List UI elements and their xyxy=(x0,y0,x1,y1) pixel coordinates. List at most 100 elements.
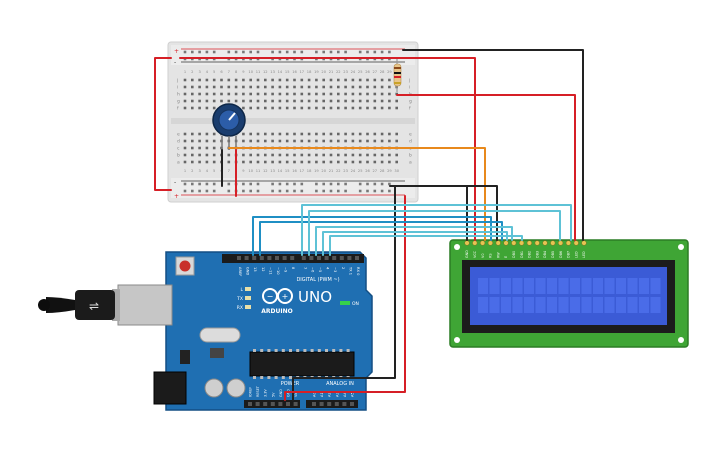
wire-red-top-rail[interactable] xyxy=(179,57,476,241)
header-pin[interactable] xyxy=(259,256,264,260)
terminal-hole[interactable] xyxy=(351,160,355,164)
terminal-hole[interactable] xyxy=(307,160,311,164)
header-pin[interactable] xyxy=(252,256,257,260)
rail-hole[interactable] xyxy=(329,182,333,186)
terminal-hole[interactable] xyxy=(322,139,325,143)
rail-hole[interactable] xyxy=(315,50,318,54)
terminal-hole[interactable] xyxy=(380,78,384,82)
rail-hole[interactable] xyxy=(198,50,201,54)
terminal-hole[interactable] xyxy=(256,153,260,157)
terminal-hole[interactable] xyxy=(322,85,325,89)
terminal-hole[interactable] xyxy=(300,132,304,136)
lcd-pin[interactable] xyxy=(550,240,556,246)
terminal-hole[interactable] xyxy=(307,99,311,103)
rail-hole[interactable] xyxy=(344,189,347,193)
terminal-hole[interactable] xyxy=(358,78,362,82)
header-pin[interactable] xyxy=(339,256,344,260)
rail-hole[interactable] xyxy=(285,50,289,54)
terminal-hole[interactable] xyxy=(380,132,384,136)
terminal-hole[interactable] xyxy=(358,153,362,157)
terminal-hole[interactable] xyxy=(234,99,238,103)
terminal-hole[interactable] xyxy=(264,92,267,96)
terminal-hole[interactable] xyxy=(212,153,216,157)
terminal-hole[interactable] xyxy=(388,99,391,103)
terminal-hole[interactable] xyxy=(205,85,209,89)
terminal-hole[interactable] xyxy=(212,78,216,82)
lcd-pin[interactable] xyxy=(511,240,517,246)
terminal-hole[interactable] xyxy=(366,160,369,164)
terminal-hole[interactable] xyxy=(198,139,201,143)
terminal-hole[interactable] xyxy=(198,99,201,103)
power-pin[interactable] xyxy=(248,402,252,406)
terminal-hole[interactable] xyxy=(337,85,340,89)
terminal-hole[interactable] xyxy=(249,99,252,103)
terminal-hole[interactable] xyxy=(322,106,325,110)
terminal-hole[interactable] xyxy=(242,99,245,103)
terminal-hole[interactable] xyxy=(373,92,377,96)
terminal-hole[interactable] xyxy=(395,99,398,103)
rail-hole[interactable] xyxy=(388,182,391,186)
terminal-hole[interactable] xyxy=(388,160,391,164)
wire-red-resistor-to-led[interactable] xyxy=(396,94,576,241)
terminal-hole[interactable] xyxy=(205,153,209,157)
header-pin[interactable] xyxy=(309,256,314,260)
terminal-hole[interactable] xyxy=(183,92,187,96)
terminal-hole[interactable] xyxy=(234,85,238,89)
terminal-hole[interactable] xyxy=(300,99,304,103)
terminal-hole[interactable] xyxy=(191,78,194,82)
terminal-hole[interactable] xyxy=(242,85,245,89)
terminal-hole[interactable] xyxy=(271,85,274,89)
terminal-hole[interactable] xyxy=(249,153,252,157)
terminal-hole[interactable] xyxy=(212,160,216,164)
analog-pin[interactable] xyxy=(350,402,354,406)
rail-hole[interactable] xyxy=(183,189,187,193)
terminal-hole[interactable] xyxy=(293,106,296,110)
wire-orange-pot-wiper-to-v0[interactable] xyxy=(228,147,486,241)
terminal-hole[interactable] xyxy=(198,153,201,157)
terminal-hole[interactable] xyxy=(256,132,260,136)
rail-hole[interactable] xyxy=(278,182,282,186)
terminal-hole[interactable] xyxy=(242,153,245,157)
terminal-hole[interactable] xyxy=(278,139,282,143)
wire-teal-pin5-to-db4[interactable] xyxy=(301,204,572,256)
terminal-hole[interactable] xyxy=(307,85,311,89)
power-pin[interactable] xyxy=(263,402,268,406)
rail-hole[interactable] xyxy=(358,189,362,193)
terminal-hole[interactable] xyxy=(373,160,377,164)
terminal-hole[interactable] xyxy=(249,106,252,110)
lcd-pin[interactable] xyxy=(542,240,548,246)
terminal-hole[interactable] xyxy=(191,139,194,143)
terminal-hole[interactable] xyxy=(271,106,274,110)
terminal-hole[interactable] xyxy=(293,132,296,136)
header-pin[interactable] xyxy=(244,256,249,260)
terminal-hole[interactable] xyxy=(344,160,347,164)
terminal-hole[interactable] xyxy=(212,106,216,110)
rail-hole[interactable] xyxy=(205,182,209,186)
terminal-hole[interactable] xyxy=(307,139,311,143)
terminal-hole[interactable] xyxy=(358,92,362,96)
terminal-hole[interactable] xyxy=(300,106,304,110)
terminal-hole[interactable] xyxy=(293,153,296,157)
rail-hole[interactable] xyxy=(249,189,252,193)
terminal-hole[interactable] xyxy=(358,139,362,143)
terminal-hole[interactable] xyxy=(212,139,216,143)
terminal-hole[interactable] xyxy=(337,78,340,82)
terminal-hole[interactable] xyxy=(351,92,355,96)
terminal-hole[interactable] xyxy=(300,92,304,96)
terminal-hole[interactable] xyxy=(366,99,369,103)
terminal-hole[interactable] xyxy=(329,92,333,96)
rail-hole[interactable] xyxy=(205,50,209,54)
terminal-hole[interactable] xyxy=(344,106,347,110)
rail-hole[interactable] xyxy=(271,50,274,54)
terminal-hole[interactable] xyxy=(198,146,201,150)
terminal-hole[interactable] xyxy=(366,85,369,89)
terminal-hole[interactable] xyxy=(315,153,318,157)
terminal-hole[interactable] xyxy=(351,85,355,89)
terminal-hole[interactable] xyxy=(191,132,194,136)
rail-hole[interactable] xyxy=(293,182,296,186)
terminal-hole[interactable] xyxy=(373,132,377,136)
terminal-hole[interactable] xyxy=(285,153,289,157)
terminal-hole[interactable] xyxy=(344,139,347,143)
terminal-hole[interactable] xyxy=(271,132,274,136)
terminal-hole[interactable] xyxy=(315,139,318,143)
